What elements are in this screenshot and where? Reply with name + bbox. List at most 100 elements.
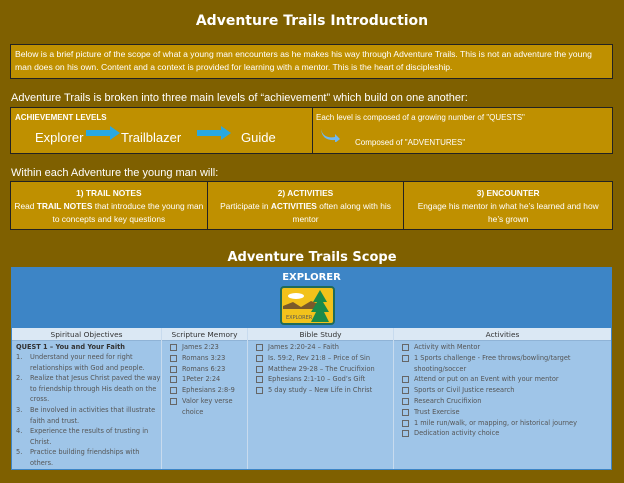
checkbox[interactable]: [170, 365, 177, 373]
step-encounter: 3) ENCOUNTER Engage his mentor in what he…: [404, 182, 612, 229]
level-guide: Guide: [241, 130, 276, 145]
item-text: Realize that Jesus Christ paved the way …: [30, 374, 161, 404]
item-text: Is. 59:2, Rev 21:8 – Price of Sin: [268, 353, 371, 362]
checklist-item[interactable]: Trust Exercise: [394, 407, 611, 418]
step-title: 1) TRAIL NOTES: [76, 188, 142, 198]
item-text: Romans 6:23: [182, 364, 226, 373]
checkbox[interactable]: [256, 387, 263, 395]
level-explorer: Explorer: [35, 130, 84, 145]
checkbox[interactable]: [170, 344, 177, 351]
objective-item: 2. Realize that Jesus Christ paved the wa…: [12, 373, 161, 405]
step-title: 3) ENCOUNTER: [476, 188, 540, 198]
checkbox[interactable]: [170, 397, 177, 405]
checkbox[interactable]: [402, 376, 409, 384]
checklist-item[interactable]: Dedication activity choice: [394, 428, 611, 439]
levels-box: ACHIEVEMENT LEVELS Explorer Trailblazer …: [10, 107, 613, 154]
step-bold: TRAIL NOTES: [36, 201, 93, 211]
checklist-item[interactable]: 1Peter 2:24: [162, 374, 247, 385]
arrow-right-icon: [197, 126, 231, 140]
level-title: EXPLORER: [282, 272, 341, 283]
checklist-item[interactable]: Romans 3:23: [162, 353, 247, 364]
item-number: 2.: [16, 374, 23, 383]
within-heading: Within each Adventure the young man will…: [11, 167, 219, 179]
checklist-item[interactable]: James 2:23: [162, 342, 247, 353]
objective-item: 4.Experience the results of trusting in …: [12, 426, 161, 447]
quest-title: QUEST 1 – You and Your Faith: [16, 343, 125, 351]
item-text: Attend or put on an Event with your ment…: [414, 375, 559, 384]
item-text: Matthew 29-28 – The Crucifixion: [268, 364, 375, 373]
item-text: Ephesians 2:8-9: [182, 386, 235, 395]
checklist-item[interactable]: James 2:20-24 – Faith: [248, 342, 393, 353]
checkbox[interactable]: [402, 344, 409, 351]
checkbox[interactable]: [402, 408, 409, 416]
checklist-item[interactable]: 1 Sports challenge - Free throws/bowling…: [394, 353, 611, 375]
checklist-item[interactable]: Research Crucifixion: [394, 396, 611, 407]
checklist-item[interactable]: Matthew 29-28 – The Crucifixion: [248, 364, 393, 375]
scope-columns: Spiritual Objectives QUEST 1 – You and Y…: [12, 328, 611, 469]
checkbox[interactable]: [402, 397, 409, 405]
adventures-text: Composed of "ADVENTURES": [355, 138, 466, 147]
quests-cell: Each level is composed of a growing numb…: [313, 108, 612, 153]
item-number: 5.: [16, 448, 23, 457]
checklist-item[interactable]: Ephesians 2:1-10 – God’s Gift: [248, 374, 393, 385]
column-header: Activities: [394, 328, 611, 341]
column-header: Scripture Memory: [162, 328, 247, 341]
achievement-label: ACHIEVEMENT LEVELS: [15, 113, 107, 122]
checkbox[interactable]: [402, 419, 409, 427]
item-text: Ephesians 2:1-10 – God’s Gift: [268, 375, 366, 384]
checkbox[interactable]: [256, 365, 263, 373]
item-text: Be involved in activities that illustrat…: [30, 405, 156, 425]
checklist-item[interactable]: Is. 59:2, Rev 21:8 – Price of Sin: [248, 353, 393, 364]
spiritual-objectives-column: Spiritual Objectives QUEST 1 – You and Y…: [12, 328, 162, 469]
scope-title: Adventure Trails Scope: [227, 250, 397, 265]
checklist-item[interactable]: Valor key verse choice: [162, 396, 247, 418]
item-number: 3.: [16, 405, 23, 414]
checkbox[interactable]: [256, 376, 263, 384]
checklist-item[interactable]: 1 mile run/walk, or mapping, or historic…: [394, 418, 611, 429]
item-number: 4.: [16, 427, 23, 436]
activities-column: Activities Activity with Mentor 1 Sports …: [394, 328, 611, 469]
step-text: often along with his mentor: [292, 201, 391, 224]
checkbox[interactable]: [170, 376, 177, 384]
checklist-item[interactable]: Sports or Civil Justice research: [394, 385, 611, 396]
item-text: Romans 3:23: [182, 353, 226, 362]
checklist-item[interactable]: Ephesians 2:8-9: [162, 385, 247, 396]
item-text: Dedication activity choice: [414, 429, 500, 438]
item-text: 1 mile run/walk, or mapping, or historic…: [414, 418, 577, 427]
achievement-levels-cell: ACHIEVEMENT LEVELS Explorer Trailblazer …: [11, 108, 313, 153]
step-bold: ACTIVITIES: [270, 201, 317, 211]
checklist-item[interactable]: Activity with Mentor: [394, 342, 611, 353]
checklist-item[interactable]: Romans 6:23: [162, 364, 247, 375]
step-text: Engage his mentor in what he’s learned a…: [417, 201, 599, 224]
checkbox[interactable]: [256, 354, 263, 362]
checkbox[interactable]: [402, 430, 409, 438]
level-trailblazer: Trailblazer: [121, 130, 182, 145]
explorer-badge-logo: EXPLORER: [280, 286, 335, 325]
objective-item: 3. Be involved in activities that illustr…: [12, 405, 161, 426]
checkbox[interactable]: [402, 354, 409, 362]
arrow-right-icon: [86, 126, 120, 140]
item-text: Activity with Mentor: [414, 343, 481, 351]
step-title: 2) ACTIVITIES: [277, 188, 334, 198]
checkbox[interactable]: [170, 387, 177, 395]
scope-table: EXPLORER EXPLORER Spiritual Objectives Q…: [11, 267, 612, 470]
scope-header: EXPLORER EXPLORER: [12, 268, 611, 328]
checklist-item[interactable]: 5 day study – New Life in Christ: [248, 385, 393, 396]
intro-box: Below is a brief picture of the scope of…: [10, 44, 613, 79]
checklist-item[interactable]: Attend or put on an Event with your ment…: [394, 374, 611, 385]
item-number: 1.: [16, 353, 23, 361]
checkbox[interactable]: [402, 387, 409, 395]
quests-text: Each level is composed of a growing numb…: [316, 113, 525, 122]
column-header: Spiritual Objectives: [12, 328, 161, 341]
checkbox[interactable]: [170, 354, 177, 362]
item-text: Trust Exercise: [414, 407, 460, 416]
column-header: Bible Study: [248, 328, 393, 341]
levels-heading: Adventure Trails is broken into three ma…: [11, 92, 468, 104]
checkbox[interactable]: [256, 344, 263, 351]
step-text: Read: [14, 201, 37, 211]
objective-item: 5.Practice building friendships with oth…: [12, 447, 161, 468]
